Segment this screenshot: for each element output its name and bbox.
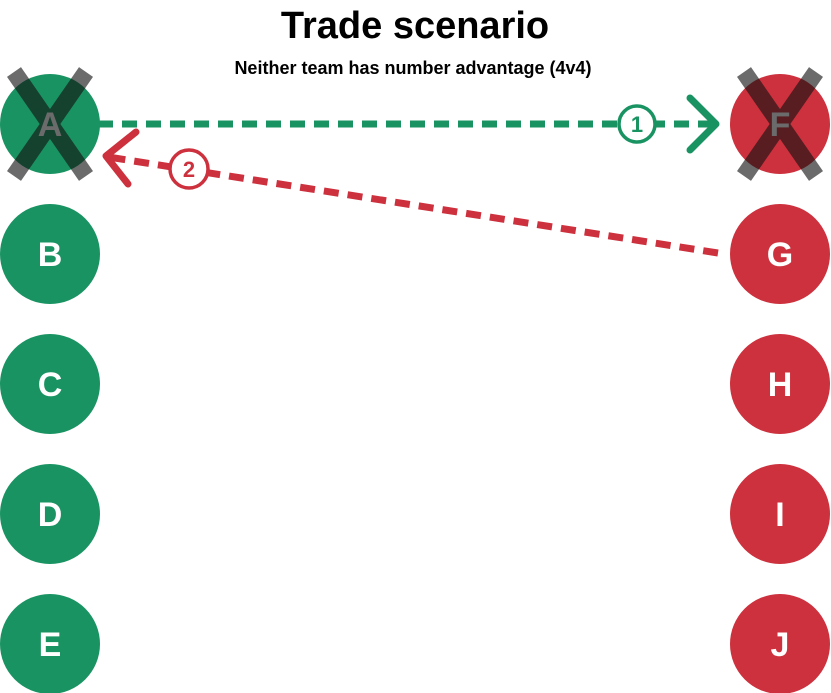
- player-node-c: C: [0, 334, 100, 434]
- player-circle: [0, 594, 100, 693]
- step-2-badge: [168, 148, 210, 190]
- player-node-f: F: [730, 67, 830, 181]
- player-label: G: [767, 236, 793, 274]
- step-1-badge: [617, 104, 657, 144]
- team-red: F G H I J: [730, 67, 830, 693]
- player-circle: [730, 464, 830, 564]
- player-node-j: J: [730, 594, 830, 693]
- player-node-d: D: [0, 464, 100, 564]
- diagram-subtitle: Neither team has number advantage (4v4): [234, 58, 591, 78]
- player-label: C: [38, 366, 63, 404]
- player-node-b: B: [0, 204, 100, 304]
- arrow-2-line: [107, 153, 719, 257]
- player-circle: [730, 594, 830, 693]
- player-node-g: G: [730, 204, 830, 304]
- player-label: D: [38, 496, 63, 534]
- team-green: A B C D E: [0, 67, 100, 693]
- player-node-i: I: [730, 464, 830, 564]
- step-2-label: 2: [183, 157, 195, 182]
- player-circle: [0, 204, 100, 304]
- eliminated-x-icon: [737, 67, 823, 181]
- player-label: I: [775, 496, 784, 534]
- action-arrow-1: 1: [98, 94, 720, 154]
- arrow-2-head-icon: [102, 128, 140, 188]
- player-label: B: [38, 236, 63, 274]
- player-circle: [730, 334, 830, 434]
- player-node-e: E: [0, 594, 100, 693]
- player-node-a: A: [0, 67, 100, 181]
- diagram-title: Trade scenario: [281, 5, 549, 47]
- eliminated-x-icon: [7, 67, 93, 181]
- player-node-h: H: [730, 334, 830, 434]
- player-circle: [730, 204, 830, 304]
- player-circle: [0, 334, 100, 434]
- player-label: H: [768, 366, 793, 404]
- player-circle: [0, 464, 100, 564]
- player-label: J: [771, 626, 790, 664]
- step-1-label: 1: [631, 112, 643, 137]
- player-label: E: [39, 626, 62, 664]
- arrow-1-head-icon: [686, 94, 720, 154]
- action-arrow-2: 2: [102, 128, 719, 257]
